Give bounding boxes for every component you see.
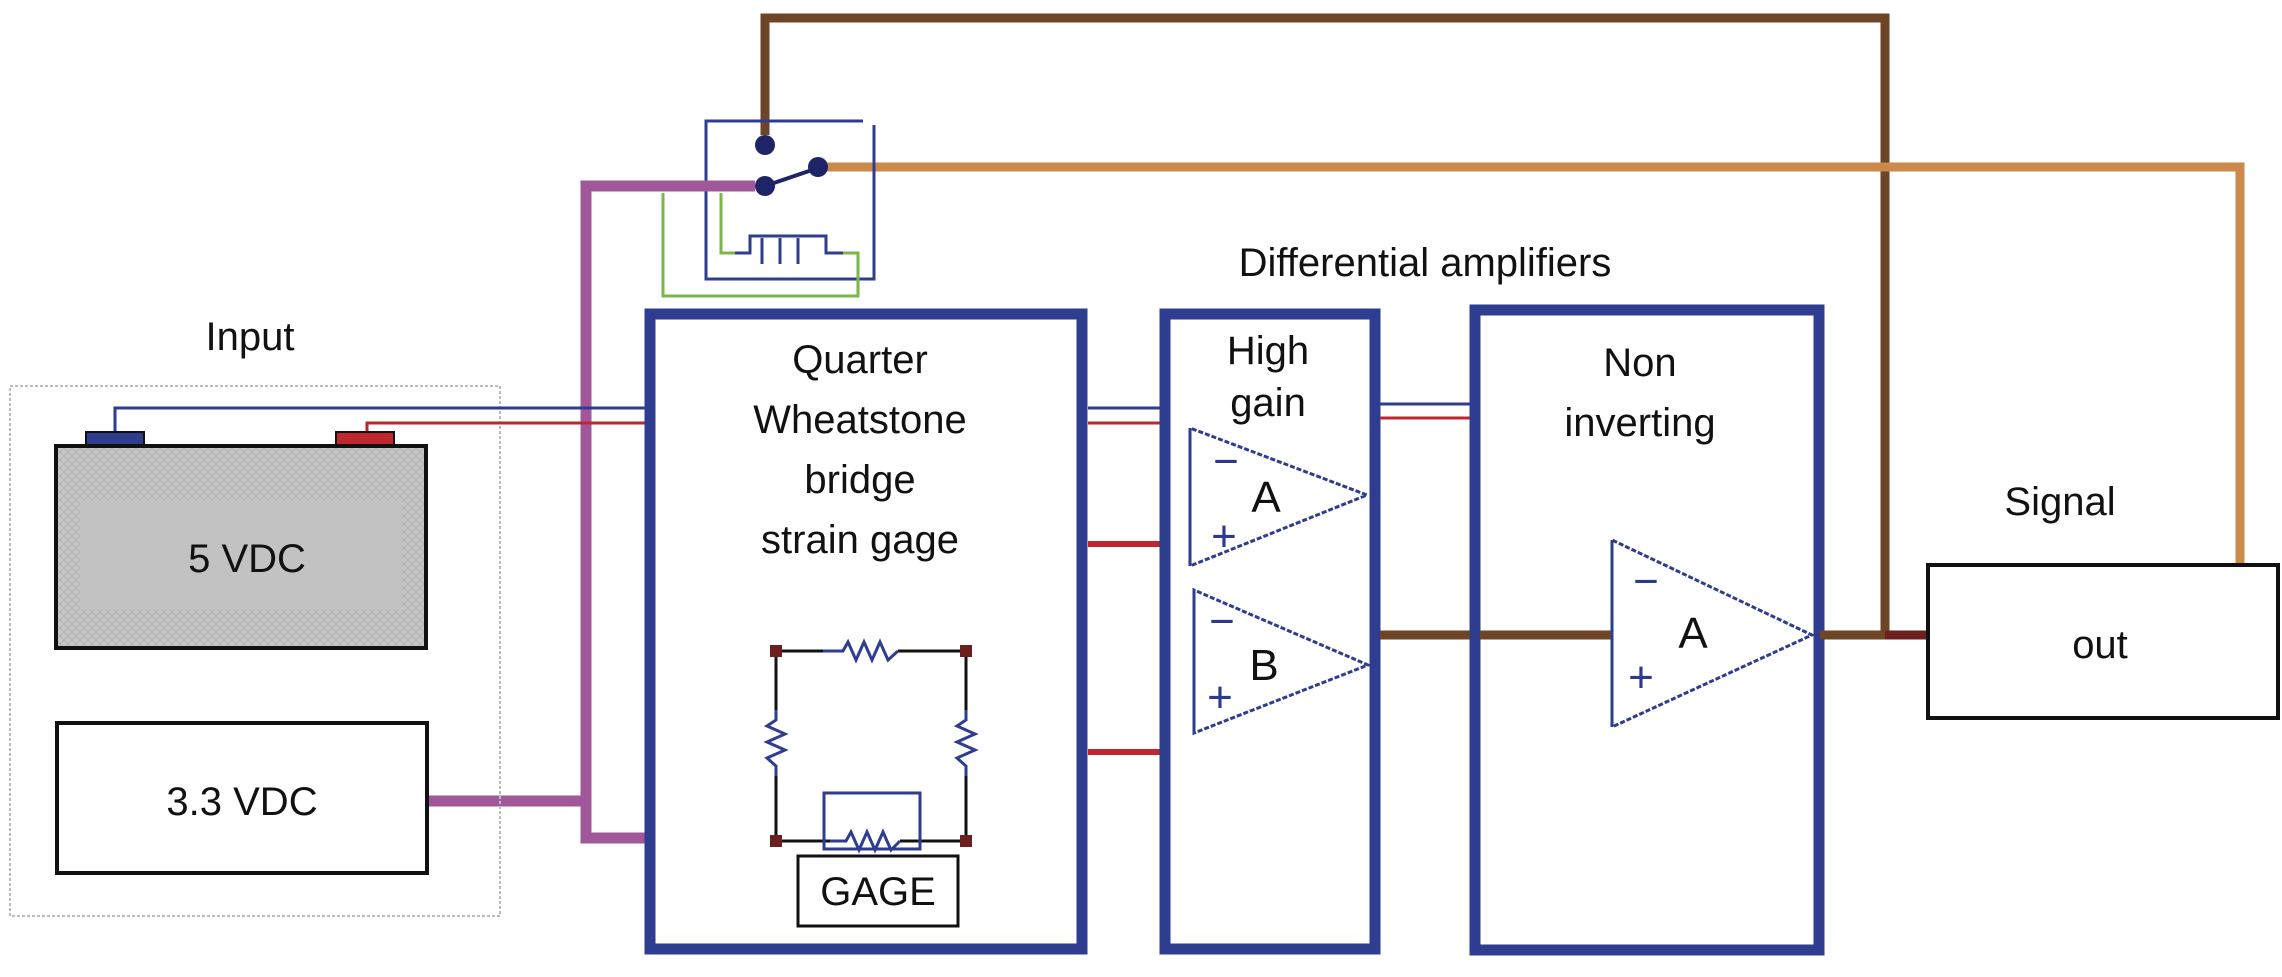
wire-orange-signal-loop bbox=[820, 162, 2245, 565]
signal-label: Signal bbox=[2004, 480, 2115, 524]
opamp-output: − A + bbox=[1610, 537, 1816, 730]
opamp-output-label: A bbox=[1678, 609, 1708, 658]
bridge-node bbox=[770, 835, 782, 847]
bridge-label-line1: Quarter bbox=[792, 338, 928, 382]
gage-label: GAGE bbox=[820, 870, 936, 914]
relay-contact-no bbox=[808, 157, 828, 177]
bridge-label-line3: bridge bbox=[804, 458, 915, 502]
resistor-gage-icon bbox=[830, 828, 902, 854]
opamp-b-plus: + bbox=[1207, 673, 1233, 722]
bridge-node bbox=[960, 835, 972, 847]
opamp-output-plus: + bbox=[1628, 653, 1654, 702]
non-inverting-label-line2: inverting bbox=[1564, 401, 1715, 445]
gage-box: GAGE bbox=[796, 854, 960, 928]
resistor-left-icon bbox=[763, 710, 789, 776]
input-group-box bbox=[9, 385, 501, 917]
wire-brown-feedback bbox=[760, 13, 1890, 635]
battery-terminal-negative bbox=[85, 431, 145, 447]
battery-terminal-positive bbox=[335, 431, 395, 447]
gage-bracket bbox=[822, 791, 922, 851]
opamp-a: − A + bbox=[1188, 425, 1372, 569]
opamp-b-minus: − bbox=[1209, 597, 1235, 646]
opamp-a-minus: − bbox=[1213, 437, 1239, 486]
wire-green-coil-2 bbox=[719, 193, 735, 255]
signal-out-box: out bbox=[1926, 563, 2280, 720]
opamp-a-triangle-icon bbox=[1188, 425, 1372, 569]
source-3v3vdc-label: 3.3 VDC bbox=[166, 780, 317, 824]
battery-5vdc: 5 VDC bbox=[54, 431, 428, 650]
resistor-right-icon bbox=[953, 710, 979, 776]
resistor-top-icon bbox=[823, 638, 900, 664]
signal-out-label: out bbox=[2072, 623, 2128, 667]
relay-coil-icon bbox=[735, 234, 843, 264]
input-label: Input bbox=[206, 315, 295, 359]
non-inverting-block: Non inverting − A + bbox=[1469, 304, 1825, 956]
bridge-circuit bbox=[763, 638, 979, 854]
diff-amps-label: Differential amplifiers bbox=[1239, 241, 1612, 285]
wire-green-coil bbox=[661, 193, 860, 298]
opamp-b: − B + bbox=[1192, 587, 1372, 736]
battery-5vdc-label: 5 VDC bbox=[188, 537, 306, 581]
bridge-node bbox=[960, 645, 972, 657]
source-3v3vdc: 3.3 VDC bbox=[55, 721, 429, 875]
relay bbox=[661, 119, 876, 298]
wire-blue-battery bbox=[113, 406, 650, 433]
bridge-label-line2: Wheatstone bbox=[753, 398, 966, 442]
opamp-a-label: A bbox=[1251, 473, 1281, 522]
non-inverting-label-line1: Non bbox=[1603, 341, 1676, 385]
opamp-a-plus: + bbox=[1211, 512, 1237, 561]
high-gain-label-line1: High bbox=[1227, 329, 1309, 373]
bridge-label-line4: strain gage bbox=[761, 518, 959, 562]
bridge-node bbox=[770, 645, 782, 657]
opamp-b-label: B bbox=[1249, 641, 1278, 690]
relay-switch-arm bbox=[764, 168, 813, 188]
wheatstone-bridge-block: Quarter Wheatstone bridge strain gage GA… bbox=[644, 308, 1088, 955]
high-gain-label-line2: gain bbox=[1230, 381, 1306, 425]
opamp-output-minus: − bbox=[1633, 557, 1659, 606]
relay-contact-nc bbox=[755, 135, 775, 155]
wire-red-battery bbox=[365, 421, 650, 433]
high-gain-block: High gain − A + − B + bbox=[1159, 308, 1381, 955]
